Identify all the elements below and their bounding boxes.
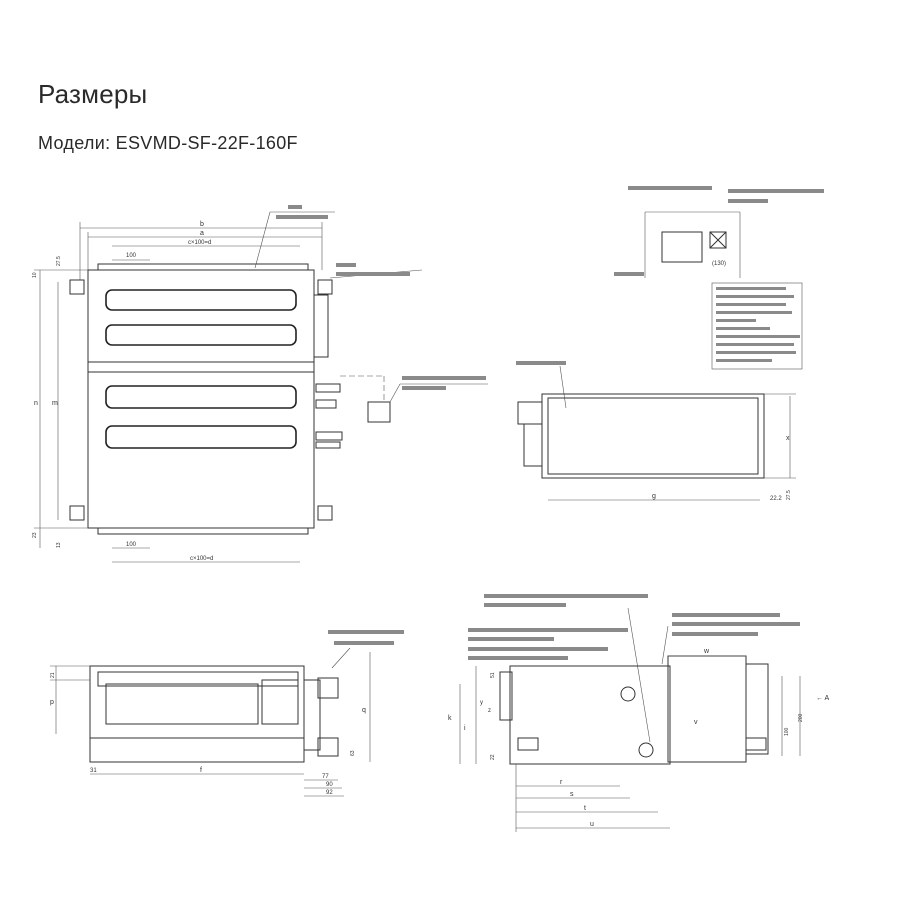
dim-90: 90 bbox=[326, 782, 333, 788]
dim-200: 200 bbox=[798, 713, 804, 722]
dim-22: 22 bbox=[490, 754, 496, 760]
dim-y: y bbox=[480, 700, 483, 706]
dim-21: 21 bbox=[50, 672, 56, 678]
dim-100-top: 100 bbox=[126, 253, 137, 259]
dim-w: w bbox=[703, 648, 710, 655]
dim-c-eq-bottom: c×100=d bbox=[190, 556, 213, 562]
dim-n: n bbox=[34, 400, 38, 407]
dim-f: f bbox=[200, 767, 202, 774]
dim-100-right: 100 bbox=[784, 727, 790, 736]
page-title: Размеры bbox=[38, 79, 148, 109]
front-view: g x 22.2 27.5 bbox=[516, 361, 796, 502]
dim-100-bottom: 100 bbox=[126, 542, 137, 548]
top-view: b a c×100=d 100 n m 27.5 10 23 bbox=[32, 205, 488, 563]
dim-27-5-top: 27.5 bbox=[56, 256, 62, 266]
dim-27-5-front: 27.5 bbox=[786, 490, 792, 500]
dim-130: (130) bbox=[712, 261, 726, 267]
dim-p: p bbox=[50, 699, 54, 706]
dim-a: a bbox=[200, 230, 204, 237]
dim-13: 13 bbox=[56, 542, 62, 548]
side-view-right: k i 51 y z 22 r s t u w v 100 200 ← A bbox=[448, 594, 830, 832]
dim-q: q bbox=[362, 707, 366, 714]
dim-k: k bbox=[448, 715, 452, 722]
dim-77: 77 bbox=[322, 774, 329, 780]
dim-22-2: 22.2 bbox=[770, 496, 782, 502]
dim-g: g bbox=[652, 493, 656, 500]
dim-31: 31 bbox=[90, 768, 97, 774]
dim-x: x bbox=[786, 435, 790, 442]
dim-u: u bbox=[590, 821, 594, 828]
dim-92: 92 bbox=[326, 790, 333, 796]
dim-m: m bbox=[52, 400, 58, 407]
arrow-a: ← A bbox=[816, 695, 830, 702]
dim-z: z bbox=[488, 708, 491, 714]
side-view-left: 21 p q 63 31 f 77 90 92 bbox=[50, 630, 404, 797]
installation-inset: (130) bbox=[614, 186, 824, 370]
dim-s: s bbox=[570, 791, 574, 798]
dim-63: 63 bbox=[350, 750, 356, 756]
dim-b: b bbox=[200, 221, 204, 228]
dim-51: 51 bbox=[490, 672, 496, 678]
dim-t: t bbox=[584, 805, 586, 812]
dim-i: i bbox=[464, 725, 466, 732]
dim-23: 23 bbox=[32, 532, 38, 538]
dim-r: r bbox=[560, 779, 563, 786]
dim-10: 10 bbox=[32, 272, 38, 278]
dim-c-eq: c×100=d bbox=[188, 240, 211, 246]
dim-v: v bbox=[694, 719, 698, 726]
page-subtitle: Модели: ESVMD-SF-22F-160F bbox=[38, 133, 298, 153]
